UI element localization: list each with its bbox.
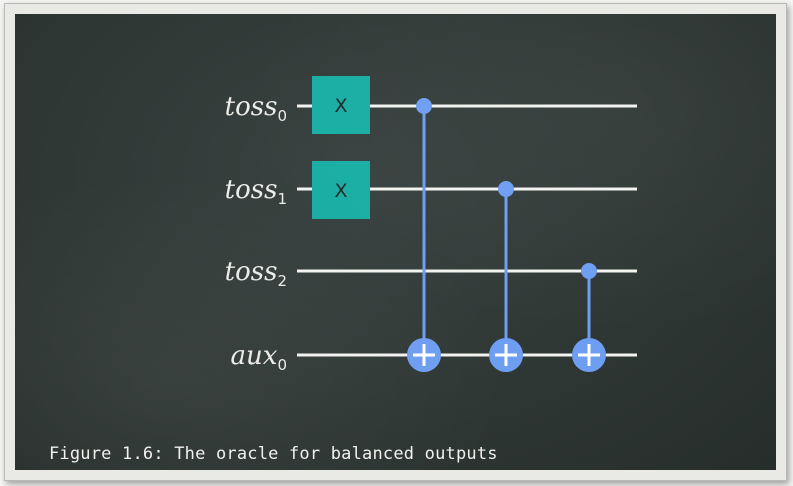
svg-text:X: X [334, 180, 347, 202]
svg-text:X: X [334, 95, 347, 117]
cnot-toss0-aux0 [407, 98, 441, 372]
x-gate-toss1: X [312, 161, 370, 219]
quantum-circuit-diagram: toss0 toss1 toss2 aux0 X X [225, 76, 637, 374]
cnot-toss2-aux0 [572, 263, 606, 372]
figure-caption: Figure 1.6: The oracle for balanced outp… [49, 444, 498, 464]
x-gate-toss0: X [312, 76, 370, 134]
figure-frame: toss0 toss1 toss2 aux0 X X [4, 3, 787, 481]
cnot-toss1-aux0 [489, 181, 523, 372]
control-dot [498, 181, 514, 197]
control-dot [581, 263, 597, 279]
chalkboard: toss0 toss1 toss2 aux0 X X [15, 14, 776, 470]
control-dot [416, 98, 432, 114]
qubit-label-toss1: toss1 [225, 175, 287, 208]
qubit-label-toss2: toss2 [225, 257, 287, 290]
qubit-label-toss0: toss0 [225, 92, 287, 125]
qubit-label-aux0: aux0 [231, 341, 287, 374]
